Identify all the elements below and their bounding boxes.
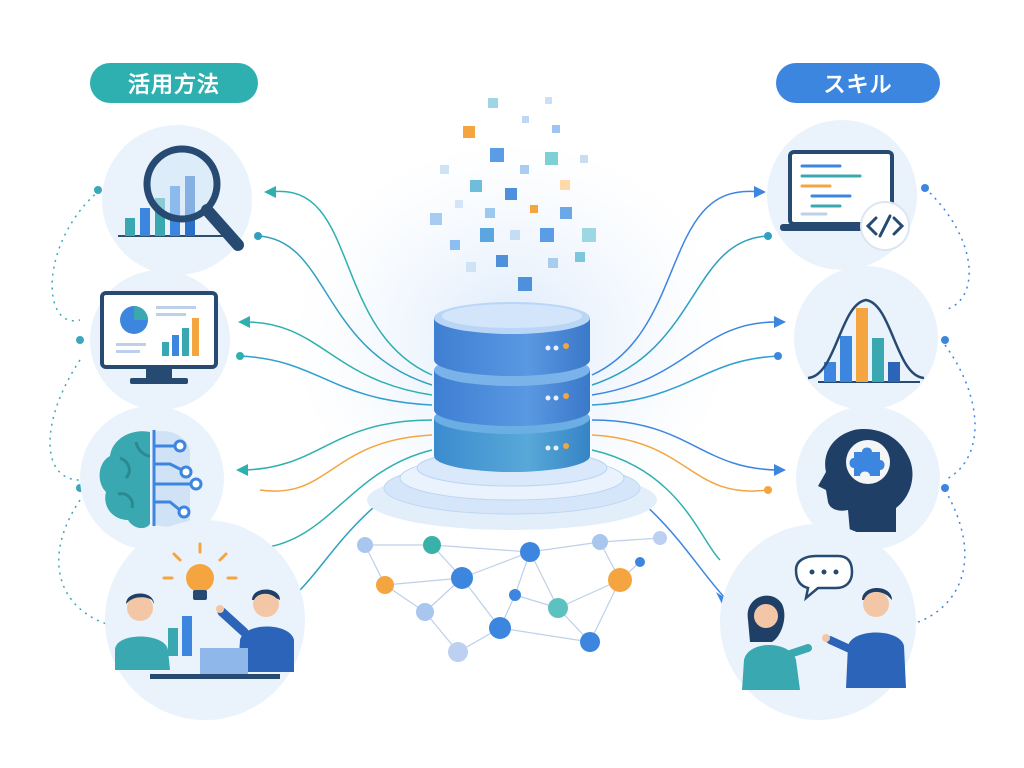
magnifier-bar-chart-icon bbox=[102, 125, 252, 275]
conversation-icon bbox=[720, 524, 916, 720]
head-puzzle-icon bbox=[796, 406, 940, 550]
data-particles bbox=[430, 97, 596, 291]
right-dotted-arc bbox=[909, 187, 976, 626]
connector-endpoints bbox=[76, 184, 949, 604]
team-idea-meeting-icon bbox=[105, 520, 305, 720]
network-graph bbox=[357, 531, 667, 662]
database-icon bbox=[434, 302, 590, 472]
right-category-label: スキル bbox=[776, 63, 940, 103]
laptop-code-icon bbox=[767, 120, 917, 270]
distribution-chart-icon bbox=[794, 266, 938, 410]
left-dotted-arc bbox=[49, 189, 111, 626]
ai-brain-circuit-icon bbox=[80, 406, 224, 550]
left-connectors bbox=[239, 190, 441, 591]
left-category-label: 活用方法 bbox=[90, 63, 258, 103]
monitor-dashboard-icon bbox=[90, 270, 230, 410]
